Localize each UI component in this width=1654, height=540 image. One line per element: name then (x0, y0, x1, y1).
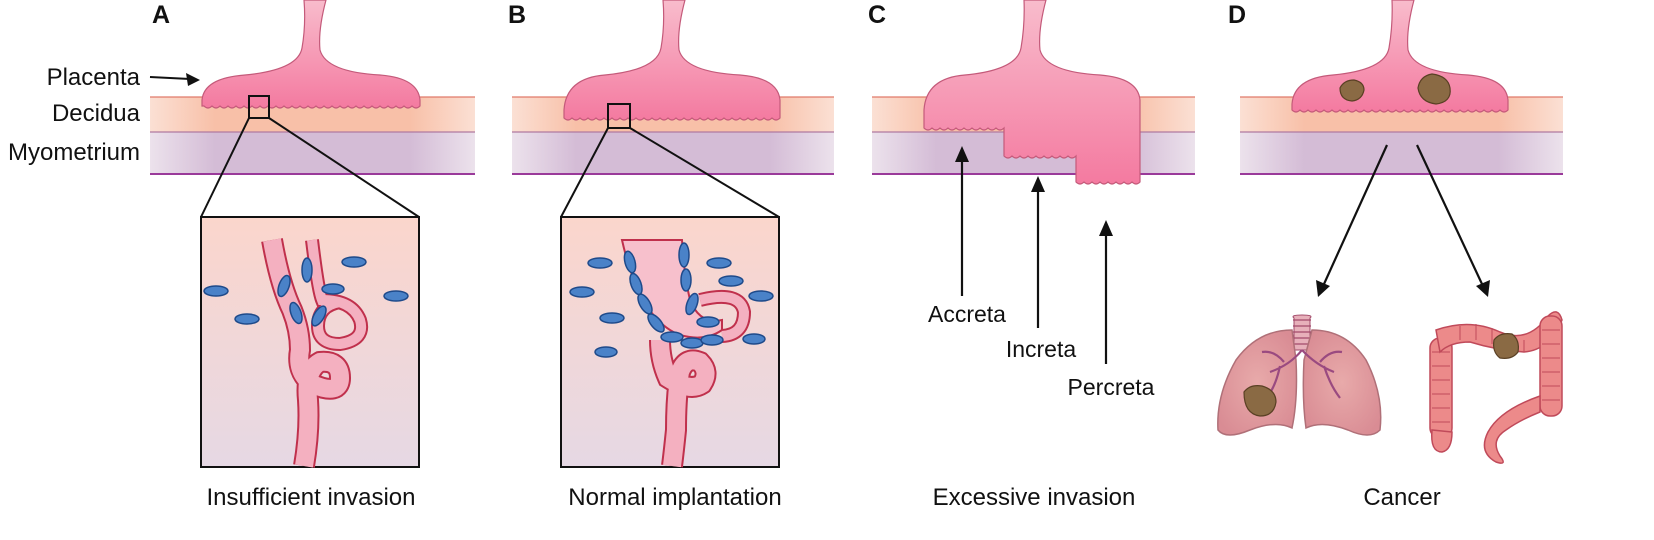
trophoblast-cell (696, 316, 720, 328)
accreta-label: Accreta (928, 301, 1006, 327)
trophoblast-cell (700, 334, 724, 346)
decidua-label: Decidua (52, 100, 141, 127)
colon-illustration (1429, 311, 1563, 464)
tumor (1493, 333, 1519, 359)
zoom-box (607, 103, 631, 129)
tumor (1243, 385, 1277, 417)
trophoblast-cell (623, 250, 637, 274)
trophoblast-cell (706, 257, 732, 269)
placenta-label: Placenta (47, 64, 141, 91)
placenta-pointer (149, 76, 191, 80)
trophoblast-cell (203, 285, 229, 297)
myometrium-layer (1240, 132, 1563, 174)
layer-labels: Placenta Decidua Myometrium (8, 64, 200, 166)
trophoblast-cell (680, 337, 704, 349)
trophoblast-cell (311, 305, 327, 327)
trophoblast-cell (748, 290, 774, 302)
inset-insufficient-invasion (200, 216, 420, 468)
metastasis-arrow-colon (1416, 144, 1483, 285)
trophoblast-cell (594, 346, 618, 358)
myometrium-label: Myometrium (8, 139, 140, 166)
arrow-head (186, 73, 200, 86)
placenta-shape (1291, 0, 1509, 113)
myometrium-layer (150, 132, 475, 174)
panel-c: C Accreta Increta Percreta Excessive inv… (868, 0, 1195, 511)
panel-a: A (150, 0, 475, 511)
trophoblast-cell (277, 274, 291, 298)
caption-a: Insufficient invasion (206, 484, 415, 511)
tumor (1339, 79, 1365, 102)
increta-label: Increta (1006, 336, 1077, 362)
placenta-invasive-shape (923, 0, 1141, 185)
trophoblast-cell (742, 333, 766, 345)
trophoblast-cell (383, 290, 409, 302)
trophoblast-cell (321, 283, 345, 295)
zoom-box (248, 95, 270, 119)
caption-c: Excessive invasion (933, 484, 1136, 511)
trophoblast-cell (678, 242, 690, 268)
panel-b: B (508, 0, 834, 511)
trophoblast-cell (647, 313, 665, 333)
trophoblast-cell (234, 313, 260, 325)
inset-normal-implantation (560, 216, 780, 468)
trophoblast-cell (289, 301, 303, 325)
tumor (1417, 73, 1451, 105)
metastasis-arrow-lung (1322, 144, 1389, 285)
panel-letter-b: B (508, 1, 526, 29)
lungs-illustration (1217, 314, 1382, 436)
trophoblast-cell (301, 257, 313, 283)
panel-letter-d: D (1228, 1, 1246, 29)
trophoblast-cell (599, 312, 625, 324)
percreta-label: Percreta (1068, 374, 1155, 400)
trophoblast-cell (718, 275, 744, 287)
caption-d: Cancer (1363, 484, 1440, 511)
trophoblast-cell (341, 256, 367, 268)
caption-b: Normal implantation (568, 484, 781, 511)
placenta-shape (201, 0, 421, 109)
panel-d: D (1217, 0, 1563, 511)
trophoblast-cell (680, 268, 692, 292)
trophoblast-cell (587, 257, 613, 269)
placenta-shape (563, 0, 781, 121)
trophoblast-cell (660, 331, 684, 343)
trophoblast-cell (569, 286, 595, 298)
panel-letter-c: C (868, 1, 886, 29)
trophoblast-cell (685, 292, 699, 316)
panel-letter-a: A (152, 1, 170, 29)
